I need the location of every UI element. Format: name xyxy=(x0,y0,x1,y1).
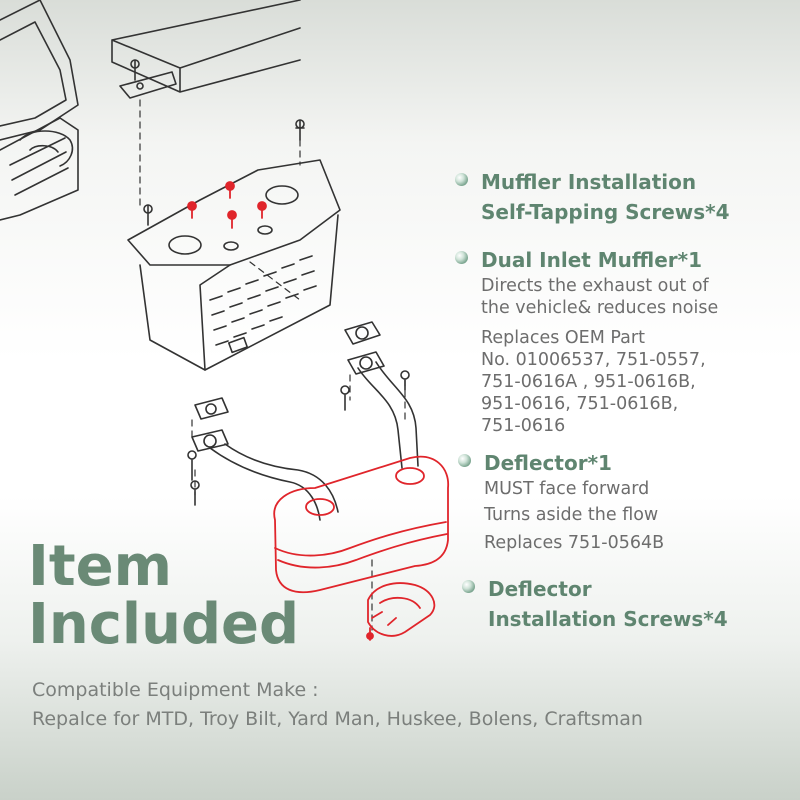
feature-muffler-screws: Muffler Installation Self-Tapping Screws… xyxy=(455,167,730,227)
compatibility-brands: Repalce for MTD, Troy Bilt, Yard Man, Hu… xyxy=(32,708,643,730)
compatibility-label: Compatible Equipment Make : xyxy=(32,679,319,701)
oem-part-line: 751-0616 xyxy=(481,416,566,436)
feature-title: Muffler Installation xyxy=(481,170,697,194)
feature-description: the vehicle& reduces noise xyxy=(481,298,719,318)
engine-frame-drawing xyxy=(0,0,79,221)
bullet-dot-icon xyxy=(458,454,471,467)
exhaust-pipes-drawing xyxy=(187,321,419,521)
feature-description: Directs the exhaust out of xyxy=(481,276,709,296)
feature-title: Dual Inlet Muffler*1 xyxy=(481,248,703,272)
bullet-dot-icon xyxy=(455,251,468,264)
oem-part-line: Replaces OEM Part xyxy=(481,328,645,348)
bullet-dot-icon xyxy=(455,173,468,186)
deflector-drawing xyxy=(367,582,436,637)
feature-description: MUST face forward xyxy=(484,479,650,499)
item-included-heading: Item Included xyxy=(28,538,299,654)
feature-deflector: Deflector*1 MUST face forward Turns asid… xyxy=(458,448,664,554)
dual-inlet-muffler-drawing xyxy=(273,455,449,594)
feature-description: Turns aside the flow xyxy=(484,505,659,525)
feature-dual-inlet-muffler: Dual Inlet Muffler*1 Directs the exhaust… xyxy=(455,245,718,437)
oem-part-line: No. 01006537, 751-0557, xyxy=(481,350,706,370)
heading-line: Included xyxy=(28,592,300,657)
compatibility-section: Compatible Equipment Make : Repalce for … xyxy=(32,676,643,734)
feature-deflector-screws: Deflector Installation Screws*4 xyxy=(462,574,728,634)
bullet-dot-icon xyxy=(462,580,475,593)
feature-title: Deflector*1 xyxy=(484,451,612,475)
self-tapping-screws-drawing xyxy=(187,181,267,229)
heading-line: Item xyxy=(28,534,172,599)
feature-title: Self-Tapping Screws*4 xyxy=(481,200,730,224)
heat-shield-drawing xyxy=(127,159,341,371)
feature-title: Installation Screws*4 xyxy=(488,607,728,631)
feature-description: Replaces 751-0564B xyxy=(484,533,665,553)
oem-part-line: 951-0616, 751-0616B, xyxy=(481,394,679,414)
top-bracket-drawing xyxy=(111,0,301,99)
oem-part-line: 751-0616A , 951-0616B, xyxy=(481,372,696,392)
feature-title: Deflector xyxy=(488,577,592,601)
